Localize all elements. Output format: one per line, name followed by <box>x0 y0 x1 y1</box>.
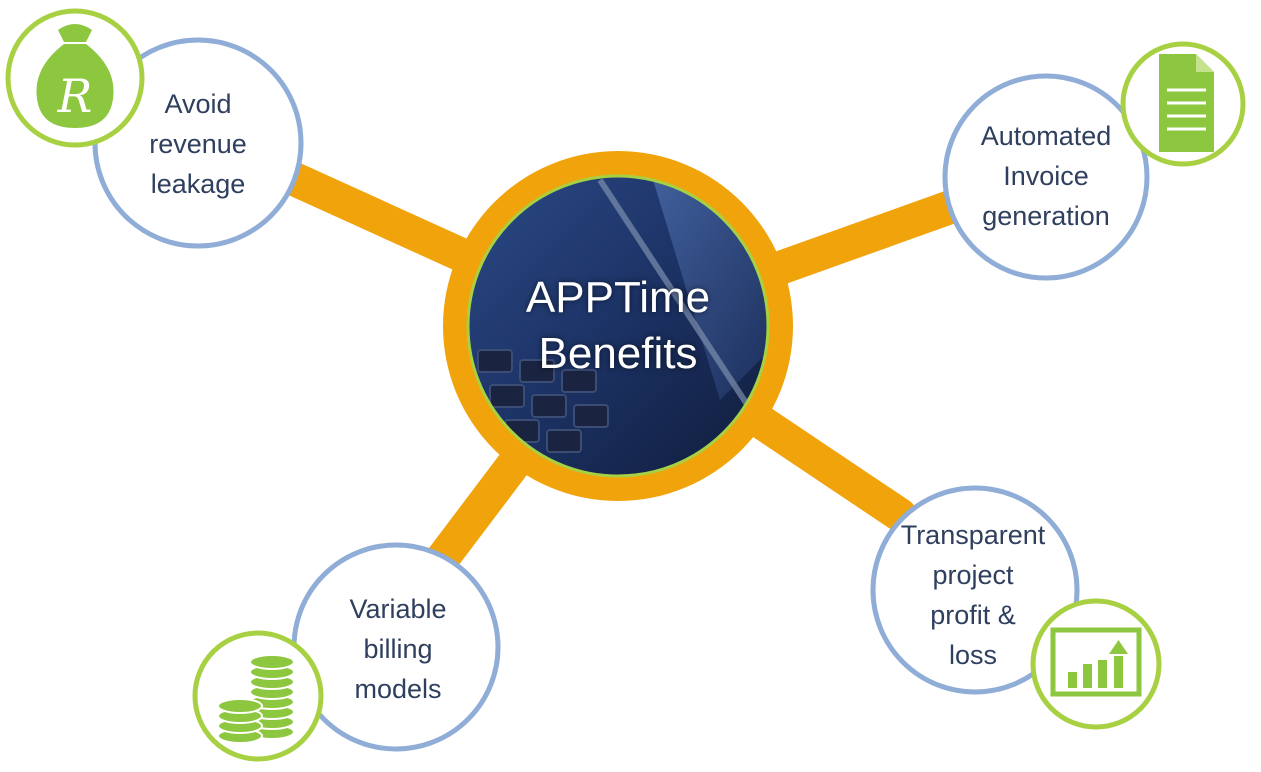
benefit-invoice-text: Automated Invoice generation <box>953 115 1139 237</box>
coin-stack-icon <box>192 630 324 762</box>
benefit-revenue-line-2: revenue <box>149 129 247 159</box>
hub-title-line-2: Benefits <box>538 329 698 378</box>
document-icon <box>1120 41 1246 167</box>
benefit-invoice-line-1: Automated <box>980 121 1112 151</box>
benefit-circle-invoice <box>942 73 1150 281</box>
benefit-billing-text: Variable billing models <box>318 588 478 710</box>
benefit-revenue-line-3: leakage <box>150 169 246 199</box>
bar-chart-icon <box>1030 598 1162 730</box>
money-bag-icon: R <box>5 8 145 148</box>
benefit-profit-line-2: project <box>932 560 1014 590</box>
benefit-billing-line-1: Variable <box>349 594 447 624</box>
benefit-profit-line-1: Transparent <box>900 520 1046 550</box>
benefit-revenue-line-1: Avoid <box>164 89 232 119</box>
hub-title-line-1: APPTime <box>525 273 711 322</box>
benefit-profit-text: Transparent project profit & loss <box>878 514 1068 676</box>
benefit-revenue-text: Avoid revenue leakage <box>118 83 278 205</box>
hub-image <box>468 176 768 476</box>
money-bag-letter: R <box>57 69 93 123</box>
benefit-profit-line-4: loss <box>948 640 997 670</box>
benefit-invoice-line-3: generation <box>982 201 1110 231</box>
benefit-billing-line-3: models <box>354 674 442 704</box>
benefit-circle-profit <box>870 485 1080 695</box>
benefit-invoice-line-2: Invoice <box>1003 161 1089 191</box>
benefit-billing-line-2: billing <box>363 634 433 664</box>
benefit-profit-line-3: profit & <box>930 600 1016 630</box>
hub-inner-ring <box>466 174 770 478</box>
hub-title: APPTime Benefits <box>498 266 738 386</box>
